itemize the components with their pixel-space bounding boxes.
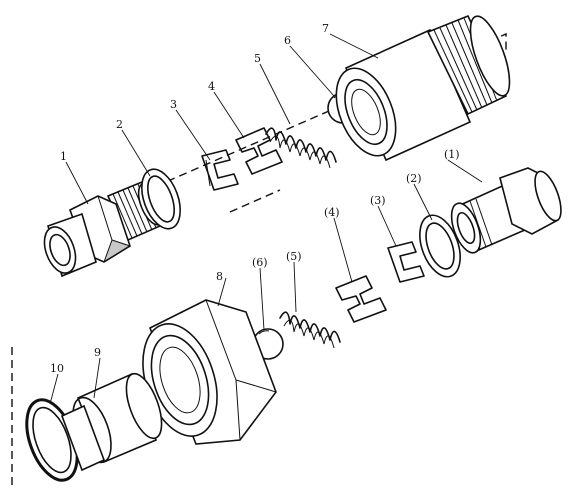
part-p4-retainer (335, 275, 387, 323)
callout-10: 10 (50, 362, 64, 375)
callout-1: 1 (60, 150, 67, 163)
part-8-union-nut (142, 299, 277, 445)
part-10-o-ring (25, 398, 106, 482)
assembly-axis-upper (59, 32, 507, 229)
assembly-axis-middle (229, 189, 281, 213)
callout-2: 2 (116, 118, 123, 131)
callout-8: 8 (216, 270, 223, 283)
part-p1-hex-nipple (450, 167, 562, 254)
callout-p5: (5) (286, 250, 302, 263)
callout-p2: (2) (406, 172, 422, 185)
part-p5-spring (279, 311, 341, 349)
callout-9: 9 (94, 346, 101, 359)
part-p2-washer (419, 214, 461, 278)
leader-lines (49, 33, 483, 405)
callout-7: 7 (322, 22, 329, 35)
callout-p3: (3) (370, 194, 386, 207)
part-4-retainer (235, 127, 283, 175)
part-5-spring (265, 127, 337, 169)
part-9-sleeve (72, 372, 163, 464)
callout-6: 6 (284, 34, 291, 47)
part-p3-clip (387, 241, 425, 283)
callout-5: 5 (254, 52, 261, 65)
callout-4: 4 (208, 80, 215, 93)
part-2-washer (141, 168, 181, 230)
part-7-housing (335, 14, 511, 162)
callout-3: 3 (170, 98, 177, 111)
callout-p4: (4) (324, 206, 340, 219)
assembly-axis-lower (11, 347, 14, 489)
part-3-clip (201, 149, 239, 191)
callout-p1: (1) (444, 148, 460, 161)
callout-p6: (6) (252, 256, 268, 269)
